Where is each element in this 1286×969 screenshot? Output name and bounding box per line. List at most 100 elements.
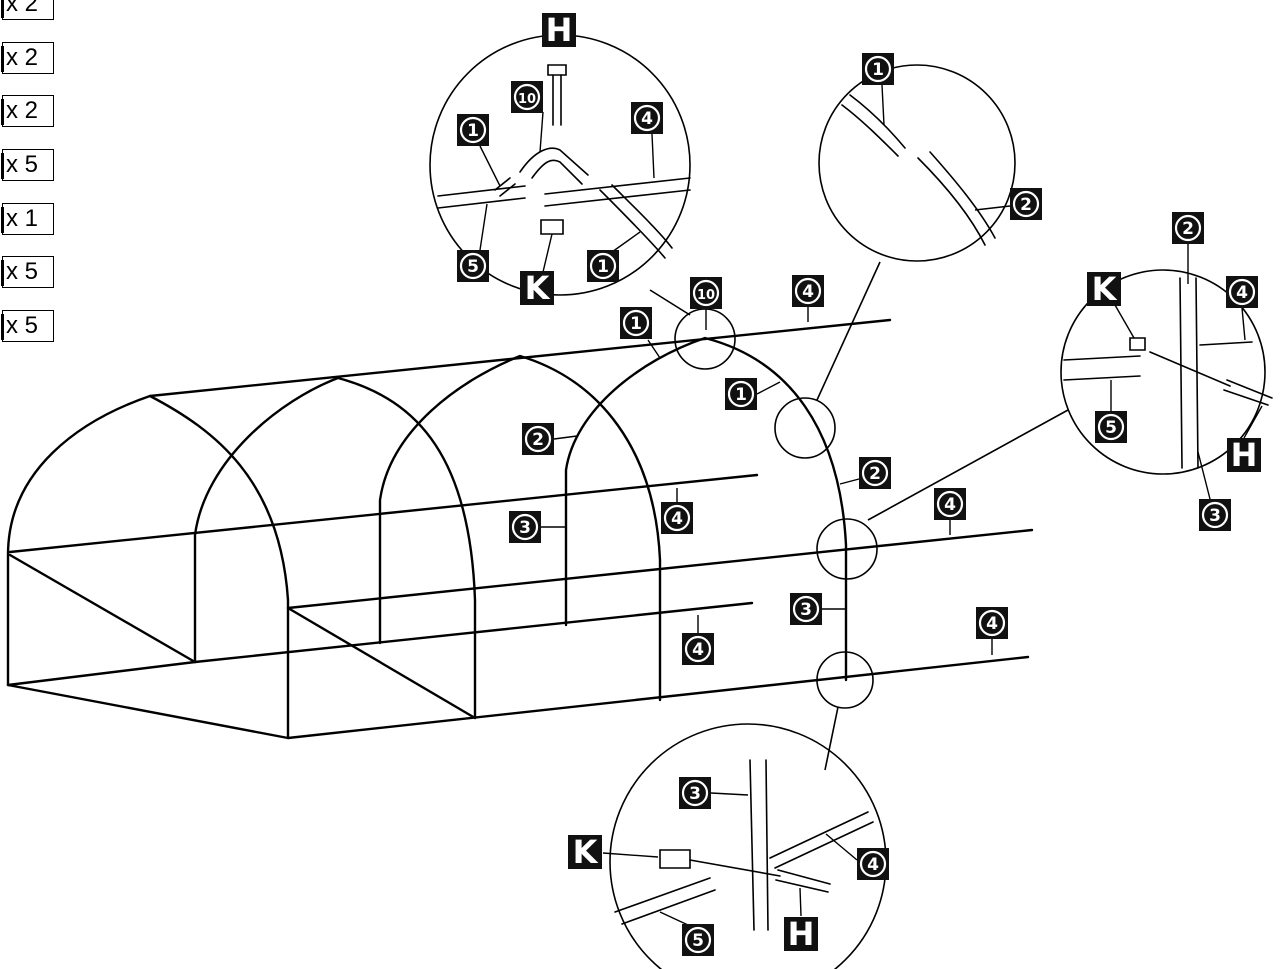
bolt <box>1223 379 1273 406</box>
label-text: 2 <box>869 464 881 484</box>
part-number-label: 1 <box>587 250 619 282</box>
label-text: K <box>1092 270 1118 308</box>
label-text: 4 <box>944 495 956 515</box>
side-purlin <box>286 528 1034 610</box>
label-leader <box>839 478 860 485</box>
quantity-box: x 1 <box>1 203 54 235</box>
label-box <box>792 275 824 307</box>
label-text: 2 <box>532 430 544 450</box>
bolt <box>775 869 831 893</box>
label-leader <box>602 852 659 858</box>
leader-line <box>649 289 691 316</box>
label-text: 4 <box>671 509 683 529</box>
quantity-box: x 5 <box>1 256 54 288</box>
label-leader <box>974 205 1011 211</box>
tube-4 <box>544 177 691 207</box>
label-box <box>682 924 714 956</box>
label-text: 3 <box>519 518 531 538</box>
label-box <box>1087 272 1121 306</box>
hardware-label: H <box>542 11 576 49</box>
label-leader <box>1241 307 1246 341</box>
label-leader <box>1114 304 1135 339</box>
part-number-label: 5 <box>682 924 714 956</box>
label-leader <box>542 233 553 273</box>
part-number-label: 5 <box>457 250 489 282</box>
hardware-label: K <box>568 833 602 871</box>
label-leader <box>1243 405 1263 439</box>
bolt-head <box>547 64 567 76</box>
label-ring <box>861 459 889 487</box>
label-leader <box>659 911 689 926</box>
part-number-label: 4 <box>1226 276 1258 308</box>
label-ring <box>1012 190 1040 218</box>
label-text: 4 <box>986 614 998 634</box>
part-number-label: 10 <box>511 81 543 113</box>
label-text: 1 <box>735 385 747 405</box>
label-box <box>679 777 711 809</box>
hardware-label: H <box>784 915 818 953</box>
tube-5 <box>437 185 526 209</box>
part-number-label: 4 <box>661 502 693 534</box>
label-text: 1 <box>467 121 479 141</box>
label-text: H <box>546 11 573 49</box>
label-text: 4 <box>867 855 879 875</box>
front-base <box>6 683 290 740</box>
label-text: K <box>525 269 551 307</box>
detail-drawings <box>437 64 1273 931</box>
part-number-label: 2 <box>859 457 891 489</box>
label-box <box>542 13 576 47</box>
part-number-label: 3 <box>679 777 711 809</box>
label-ring <box>1174 214 1202 242</box>
label-leader <box>825 833 858 861</box>
label-text: 1 <box>630 314 642 334</box>
label-ring <box>978 609 1006 637</box>
label-box <box>976 607 1008 639</box>
quantity-box: x 2 <box>1 95 54 127</box>
label-ring <box>663 504 691 532</box>
label-box <box>511 81 543 113</box>
label-box <box>661 502 693 534</box>
label-ring <box>684 635 712 663</box>
label-ring <box>622 309 650 337</box>
tube-2-3 <box>1179 277 1199 469</box>
tube-5 <box>1063 355 1141 381</box>
label-text: H <box>788 915 815 953</box>
label-ring <box>513 83 541 111</box>
label-box <box>568 835 602 869</box>
label-leader <box>799 887 802 917</box>
label-box <box>1010 188 1042 220</box>
label-leader <box>651 133 655 179</box>
part-number-label: 2 <box>1172 212 1204 244</box>
arch <box>193 376 477 720</box>
label-ring <box>794 277 822 305</box>
label-text: 5 <box>1105 418 1117 438</box>
bolt-path <box>689 859 781 877</box>
part-number-label: 4 <box>682 633 714 665</box>
label-box <box>682 633 714 665</box>
label-box <box>862 53 894 85</box>
label-box <box>725 378 757 410</box>
label-text: 10 <box>518 92 536 107</box>
part-number-label: 4 <box>631 102 663 134</box>
part-number-label: 4 <box>857 848 889 880</box>
label-box <box>857 848 889 880</box>
label-box <box>1095 411 1127 443</box>
label-text: 3 <box>689 784 701 804</box>
label-text: 4 <box>802 282 814 302</box>
detail-callouts <box>429 34 1266 969</box>
label-text: 1 <box>597 257 609 277</box>
hardware-label: K <box>520 269 554 307</box>
part-number-label: 3 <box>509 511 541 543</box>
label-ring <box>1097 413 1125 441</box>
zoom-circle-base-joint <box>816 651 874 709</box>
label-leader <box>756 381 781 395</box>
label-text: 5 <box>692 931 704 951</box>
label-ring <box>792 595 820 623</box>
part-number-label: 5 <box>1095 411 1127 443</box>
leader-line <box>824 706 839 771</box>
detail-circle-side <box>1060 269 1266 475</box>
quantity-box: x 2 <box>1 42 54 74</box>
hardware-label: H <box>1227 436 1261 474</box>
quantity-box: x 5 <box>1 310 54 342</box>
